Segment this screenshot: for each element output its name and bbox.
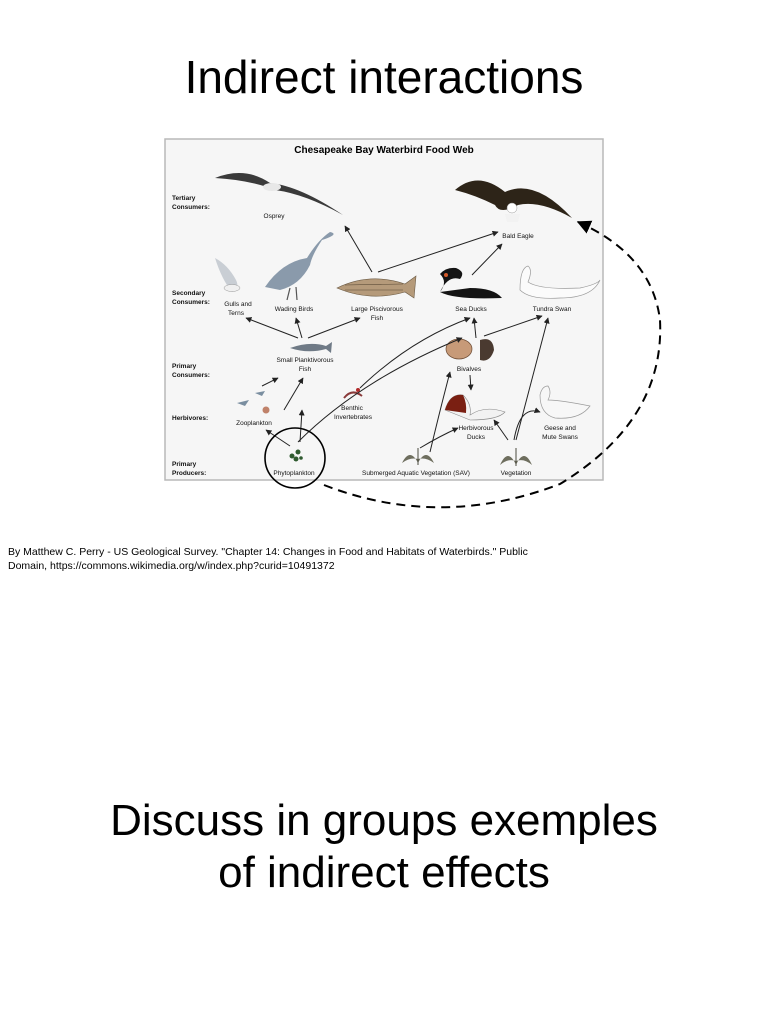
zooplankton-icon bbox=[237, 391, 270, 414]
label-sav: Submerged Aquatic Vegetation (SAV) bbox=[362, 470, 470, 477]
label-geese-1: Geese and bbox=[544, 425, 576, 432]
level-herbivores: Herbivores: bbox=[172, 415, 208, 422]
arrow-sav-hduck bbox=[419, 427, 459, 449]
benthic-icon bbox=[343, 388, 363, 399]
level-secondary-1: Secondary bbox=[172, 290, 206, 297]
goose-icon bbox=[539, 385, 591, 419]
tundra-swan-icon bbox=[519, 265, 601, 299]
credit-line-2: Domain, https://commons.wikimedia.org/w/… bbox=[8, 560, 335, 572]
arrow-seaduck-eagle bbox=[471, 243, 503, 276]
arrow-planktivore-bass bbox=[307, 317, 361, 339]
label-vegetation: Vegetation bbox=[501, 470, 532, 477]
label-planktivorous-2: Fish bbox=[299, 366, 312, 373]
arrow-phyto-bivalve bbox=[297, 337, 463, 443]
discussion-line-1: Discuss in groups exemples bbox=[110, 796, 658, 845]
label-sea-ducks: Sea Ducks bbox=[455, 306, 487, 313]
level-primary-1: Primary bbox=[172, 363, 197, 370]
heron-icon bbox=[265, 232, 334, 301]
label-zooplankton: Zooplankton bbox=[236, 420, 272, 427]
discussion-line-2: of indirect effects bbox=[218, 848, 550, 897]
discussion-prompt: Discuss in groups exemples of indirect e… bbox=[0, 795, 768, 899]
label-gulls-2: Terns bbox=[228, 310, 245, 317]
arrow-benthic-seaduck bbox=[359, 317, 471, 389]
arrow-fish-eagle bbox=[377, 230, 499, 273]
label-planktivorous-1: Small Planktivorous bbox=[276, 357, 334, 364]
arrow-bivalve-hduck bbox=[467, 374, 474, 391]
bivalve-icon bbox=[445, 338, 494, 361]
anchovy-icon bbox=[290, 342, 332, 353]
gull-icon bbox=[215, 258, 241, 292]
phytoplankton-highlight-circle bbox=[264, 427, 326, 489]
diagram-title: Chesapeake Bay Waterbird Food Web bbox=[294, 145, 474, 156]
sav-icon bbox=[402, 448, 434, 465]
arrow-sav-bivalve bbox=[429, 371, 452, 453]
label-herbivorous-1: Herbivorous bbox=[458, 425, 494, 432]
label-piscivorous-1: Large Piscivorous bbox=[351, 306, 403, 313]
arrow-phyto-zoo bbox=[265, 429, 291, 447]
label-phytoplankton: Phytoplankton bbox=[273, 470, 315, 477]
credit-line-1: By Matthew C. Perry - US Geological Surv… bbox=[8, 546, 528, 558]
label-piscivorous-2: Fish bbox=[371, 315, 384, 322]
sea-duck-icon bbox=[440, 267, 502, 299]
label-herbivorous-2: Ducks bbox=[467, 434, 486, 441]
label-bivalves: Bivalves bbox=[457, 366, 482, 373]
arrow-veg-hduck bbox=[493, 419, 509, 441]
label-benthic-2: Invertebrates bbox=[334, 414, 373, 421]
label-gulls-1: Gulls and bbox=[224, 301, 252, 308]
vegetation-icon bbox=[500, 448, 532, 466]
arrow-zoo-gulls bbox=[261, 377, 279, 387]
level-producers-1: Primary bbox=[172, 461, 197, 468]
level-tertiary-1: Tertiary bbox=[172, 195, 196, 202]
bald-eagle-icon bbox=[455, 180, 572, 222]
canvasback-icon bbox=[444, 394, 506, 421]
label-bald-eagle: Bald Eagle bbox=[502, 233, 534, 240]
label-tundra-swan: Tundra Swan bbox=[533, 306, 572, 313]
arrow-zoo-planktivore bbox=[283, 377, 304, 411]
level-producers-2: Producers: bbox=[172, 470, 206, 477]
striped-bass-icon bbox=[336, 275, 417, 299]
level-tertiary-2: Consumers: bbox=[172, 204, 210, 211]
arrow-veg-swan bbox=[515, 317, 550, 441]
phytoplankton-icon bbox=[289, 449, 303, 462]
arrow-sav-benthic bbox=[298, 409, 305, 443]
arrow-veg-goose bbox=[513, 407, 541, 441]
label-benthic-1: Benthic bbox=[341, 405, 363, 412]
arrow-fish-osprey bbox=[344, 225, 373, 273]
arrow-bivalve-swan bbox=[483, 314, 543, 337]
slide-title: Indirect interactions bbox=[184, 51, 584, 103]
image-credit: By Matthew C. Perry - US Geological Surv… bbox=[8, 545, 568, 573]
label-osprey: Osprey bbox=[264, 213, 286, 220]
label-geese-2: Mute Swans bbox=[542, 434, 579, 441]
arrow-planktivore-wading bbox=[294, 317, 303, 339]
level-primary-2: Consumers: bbox=[172, 372, 210, 379]
indirect-effect-dashed-arrow bbox=[323, 220, 662, 509]
arrow-planktivore-gulls bbox=[245, 317, 299, 339]
arrow-bivalve-seaduck bbox=[471, 317, 478, 339]
level-secondary-2: Consumers: bbox=[172, 299, 210, 306]
label-wading-birds: Wading Birds bbox=[275, 306, 314, 313]
osprey-icon bbox=[215, 173, 343, 215]
